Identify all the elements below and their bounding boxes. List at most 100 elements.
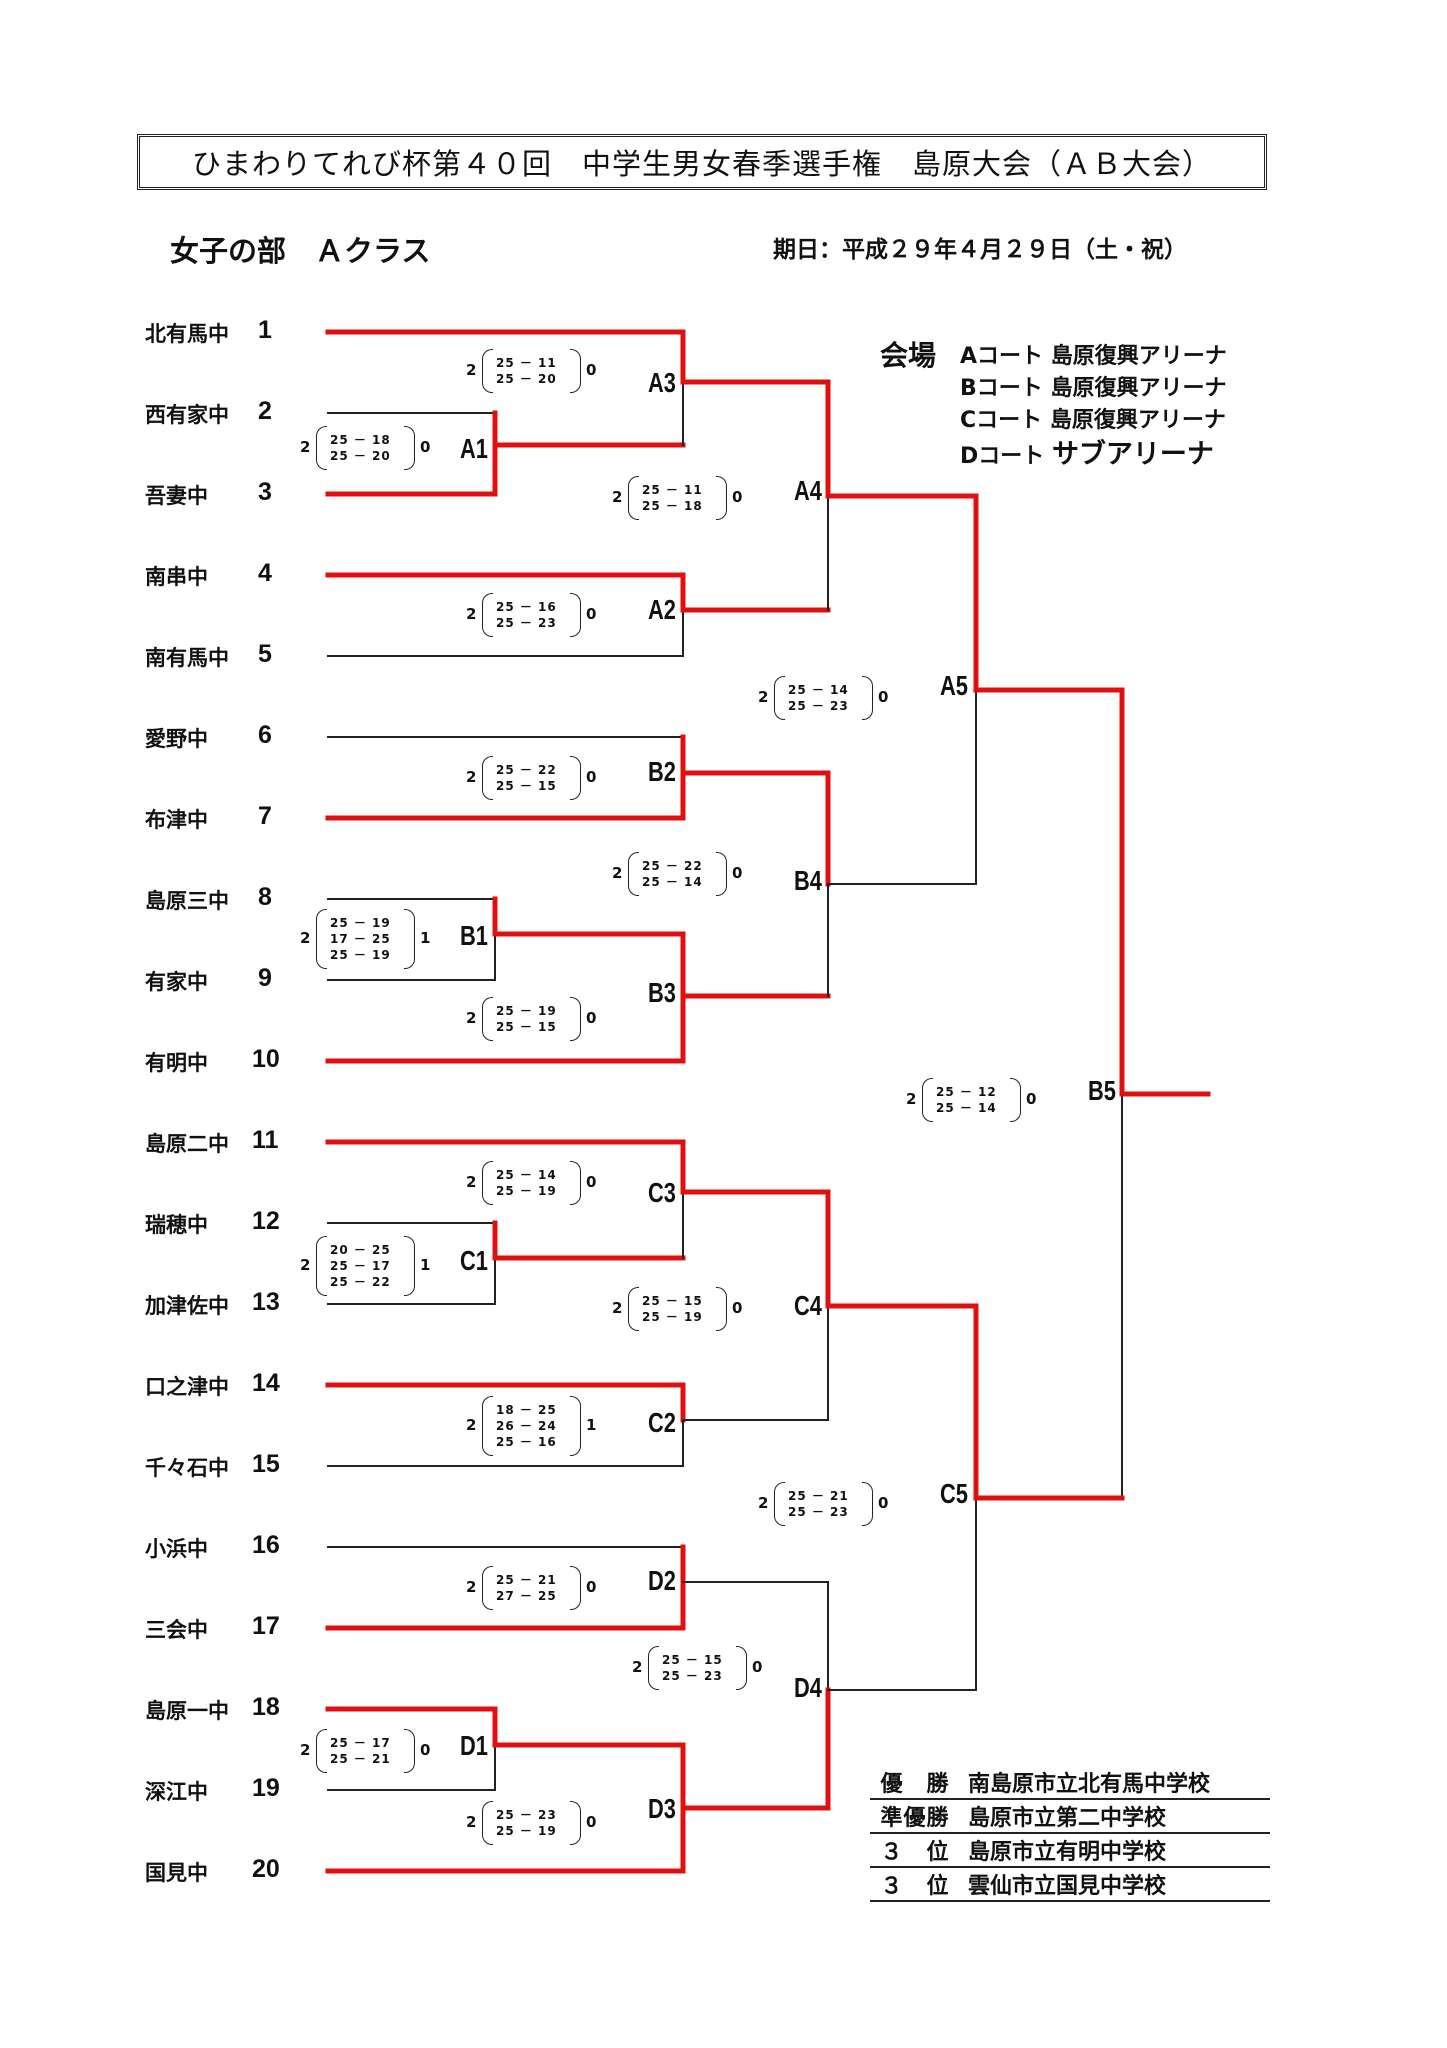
set-score: 18 － 25 xyxy=(496,1403,557,1417)
set-score: 25 － 14 xyxy=(642,875,703,889)
team-seed: 15 xyxy=(252,1450,280,1478)
left-brace xyxy=(648,1646,659,1690)
set-score: 20 － 25 xyxy=(330,1243,391,1257)
sets-lost: 0 xyxy=(586,605,597,623)
venue-court-c: Cコート 島原復興アリーナ xyxy=(960,408,1226,433)
sets-lost: 1 xyxy=(586,1416,597,1434)
right-brace xyxy=(570,349,581,393)
sets-won: 2 xyxy=(466,1009,477,1027)
set-score: 17 － 25 xyxy=(330,932,391,946)
match-label-a4: A4 xyxy=(794,475,822,506)
team-name: 千々石中 xyxy=(145,1456,229,1480)
sets-won: 2 xyxy=(466,1173,477,1191)
right-brace xyxy=(570,997,581,1041)
set-score: 25 － 11 xyxy=(642,483,703,497)
sets-won: 2 xyxy=(466,361,477,379)
sets-lost: 0 xyxy=(586,1578,597,1596)
sets-lost: 0 xyxy=(732,864,743,882)
sets-lost: 1 xyxy=(420,929,431,947)
left-brace xyxy=(628,1287,639,1331)
right-brace xyxy=(570,756,581,800)
team-name: 北有馬中 xyxy=(145,322,229,346)
sets-won: 2 xyxy=(906,1090,917,1108)
right-brace xyxy=(570,1566,581,1610)
set-score: 25 － 14 xyxy=(936,1101,997,1115)
left-brace xyxy=(628,852,639,896)
set-score: 25 － 11 xyxy=(496,356,557,370)
set-score: 25 － 15 xyxy=(496,1020,557,1034)
team-name: 南有馬中 xyxy=(145,646,229,670)
set-score: 25 － 12 xyxy=(936,1085,997,1099)
match-label-d3: D3 xyxy=(648,1793,676,1824)
team-name: 瑞穂中 xyxy=(145,1213,208,1237)
team-seed: 13 xyxy=(252,1288,280,1316)
sets-lost: 0 xyxy=(1026,1090,1037,1108)
sets-won: 2 xyxy=(466,1578,477,1596)
set-score: 25 － 14 xyxy=(788,683,849,697)
right-brace xyxy=(716,852,727,896)
match-label-a2: A2 xyxy=(648,594,676,625)
match-label-b1: B1 xyxy=(460,920,488,951)
right-brace xyxy=(404,1236,415,1296)
left-brace xyxy=(628,476,639,520)
set-score: 25 － 15 xyxy=(642,1294,703,1308)
final-results: 優 勝南島原市立北有馬中学校 準優勝島原市立第二中学校 ３ 位島原市立有明中学校… xyxy=(870,1766,1270,1902)
team-seed: 6 xyxy=(258,721,272,749)
team-name: 口之津中 xyxy=(145,1375,229,1399)
left-brace xyxy=(482,593,493,637)
team-seed: 3 xyxy=(258,478,272,506)
sets-lost: 0 xyxy=(732,1299,743,1317)
set-score: 25 － 22 xyxy=(496,763,557,777)
team-name: 布津中 xyxy=(145,808,208,832)
sets-lost: 0 xyxy=(878,688,889,706)
set-score: 25 － 15 xyxy=(662,1653,723,1667)
match-label-b4: B4 xyxy=(794,865,822,896)
team-seed: 18 xyxy=(252,1693,280,1721)
match-label-b2: B2 xyxy=(648,756,676,787)
team-name: 島原二中 xyxy=(145,1132,229,1156)
sets-won: 2 xyxy=(466,1416,477,1434)
match-label-b5: B5 xyxy=(1088,1075,1116,1106)
result-third-1: ３ 位島原市立有明中学校 xyxy=(870,1834,1270,1868)
match-label-c4: C4 xyxy=(794,1290,822,1321)
left-brace xyxy=(482,997,493,1041)
right-brace xyxy=(404,1729,415,1773)
sets-won: 2 xyxy=(466,1813,477,1831)
team-seed: 11 xyxy=(252,1126,279,1154)
set-score: 25 － 18 xyxy=(330,433,391,447)
right-brace xyxy=(570,1161,581,1205)
team-seed: 17 xyxy=(252,1612,280,1640)
left-brace xyxy=(482,1396,493,1456)
set-score: 25 － 17 xyxy=(330,1259,391,1273)
team-seed: 16 xyxy=(252,1531,280,1559)
set-score: 25 － 20 xyxy=(496,372,557,386)
set-score: 25 － 21 xyxy=(496,1573,557,1587)
team-name: 国見中 xyxy=(145,1861,208,1885)
set-score: 27 － 25 xyxy=(496,1589,557,1603)
match-label-c1: C1 xyxy=(460,1245,488,1276)
match-label-c3: C3 xyxy=(648,1177,676,1208)
match-label-a1: A1 xyxy=(460,433,488,464)
left-brace xyxy=(316,426,327,470)
set-score: 25 － 23 xyxy=(662,1669,723,1683)
left-brace xyxy=(316,909,327,969)
set-score: 25 － 23 xyxy=(788,699,849,713)
right-brace xyxy=(716,1287,727,1331)
venue-court-a: Aコート 島原復興アリーナ xyxy=(960,344,1227,369)
match-label-b3: B3 xyxy=(648,977,676,1008)
sets-won: 2 xyxy=(300,1256,311,1274)
set-score: 25 － 18 xyxy=(642,499,703,513)
right-brace xyxy=(404,909,415,969)
sets-won: 2 xyxy=(300,929,311,947)
team-seed: 2 xyxy=(258,397,272,425)
title-box: ひまわりてれび杯第４０回 中学生男女春季選手権 島原大会（ＡＢ大会） xyxy=(137,134,1267,190)
right-brace xyxy=(716,476,727,520)
sets-won: 2 xyxy=(632,1658,643,1676)
match-label-a3: A3 xyxy=(648,367,676,398)
set-score: 25 － 19 xyxy=(496,1824,557,1838)
sets-lost: 0 xyxy=(586,1173,597,1191)
team-seed: 5 xyxy=(258,640,272,668)
team-seed: 20 xyxy=(252,1855,280,1883)
